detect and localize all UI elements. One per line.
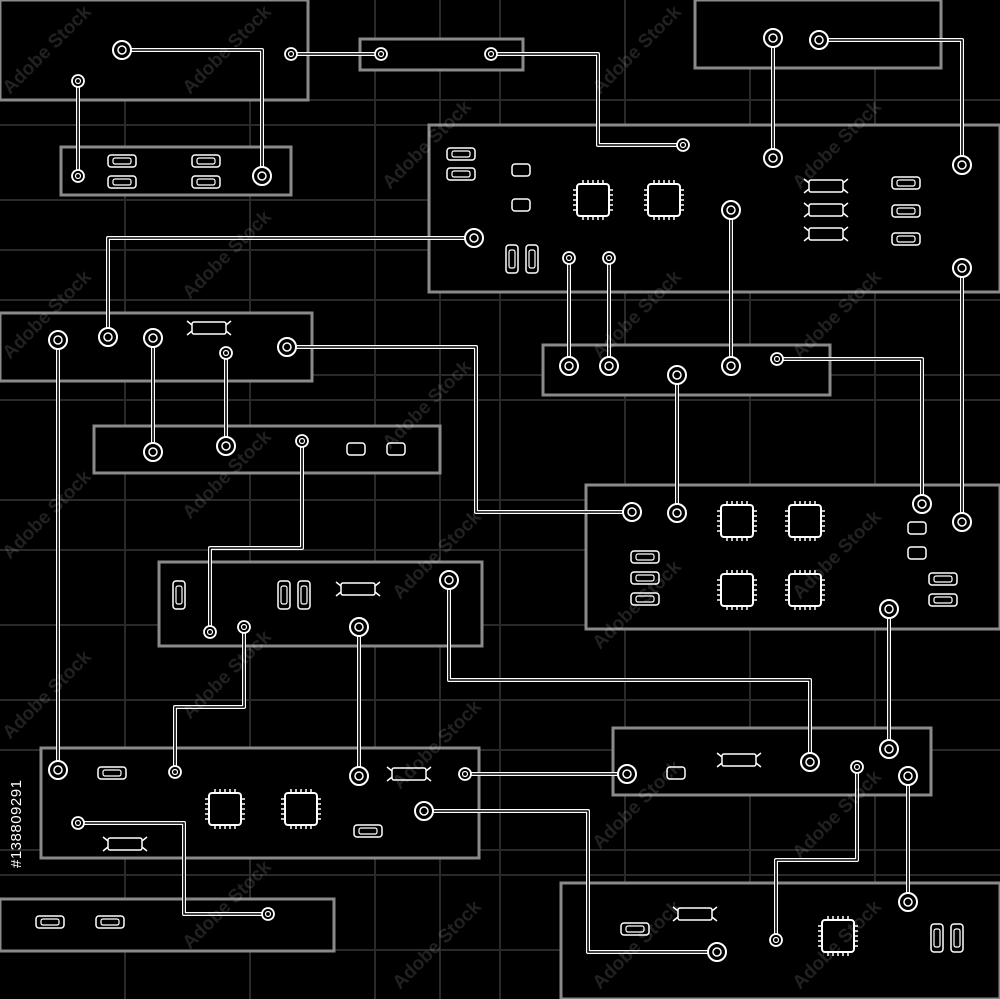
- watermark-text: Adobe Stock: [179, 206, 276, 303]
- watermark-text: Adobe Stock: [389, 896, 486, 993]
- watermark-text: Adobe Stock: [0, 646, 96, 743]
- stock-id-label: #138809291: [8, 779, 25, 868]
- watermark-text: Adobe Stock: [589, 1, 686, 98]
- circuit-traces-inner: [57, 38, 963, 953]
- watermark-text: Adobe Stock: [0, 466, 96, 563]
